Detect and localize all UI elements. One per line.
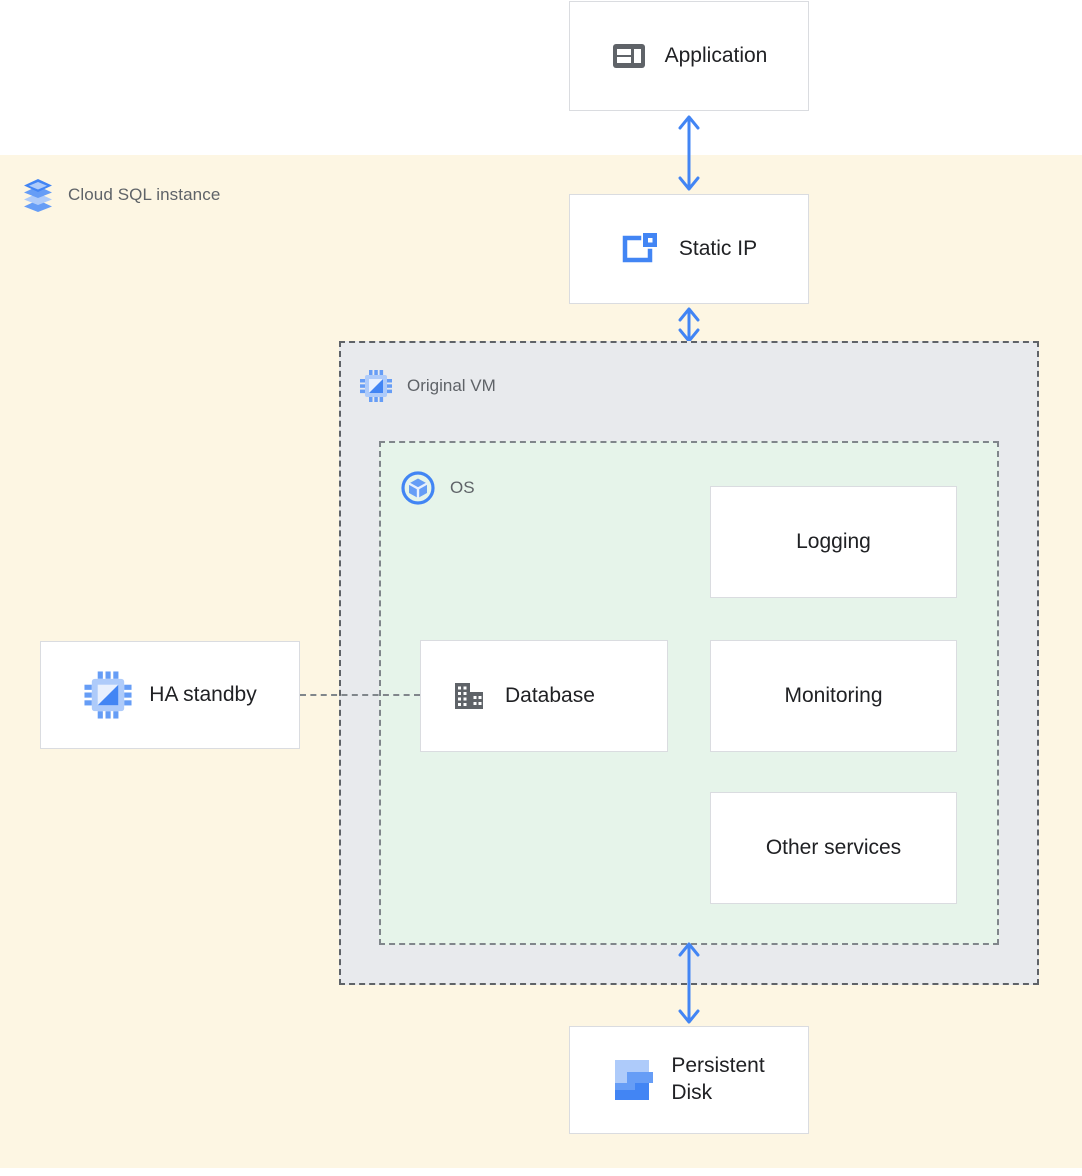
service-other-services-label: Other services: [765, 836, 902, 859]
service-box-other-services[interactable]: Other services: [710, 792, 957, 904]
connector-os-persistent-disk: [678, 942, 700, 1024]
cloud-sql-instance-header: Cloud SQL instance: [22, 178, 220, 212]
service-monitoring-label: Monitoring: [784, 684, 883, 707]
node-persistent-disk[interactable]: Persistent Disk: [569, 1026, 809, 1134]
service-box-monitoring[interactable]: Monitoring: [710, 640, 957, 752]
static-ip-icon: [621, 229, 661, 269]
node-ha-standby[interactable]: HA standby: [40, 641, 300, 749]
persistent-disk-label-line1: Persistent: [671, 1054, 765, 1078]
cpu-chip-icon: [359, 369, 393, 403]
os-cube-icon: [400, 470, 436, 506]
building-database-icon: [451, 678, 487, 714]
cpu-chip-icon: [83, 670, 133, 720]
node-application-label: Application: [664, 43, 768, 67]
connector-static-ip-vm: [678, 307, 700, 343]
node-application[interactable]: Application: [569, 1, 809, 111]
os-label: OS: [450, 478, 475, 497]
cloud-sql-stack-icon: [22, 178, 54, 212]
original-vm-label: Original VM: [407, 376, 496, 395]
node-static-ip[interactable]: Static IP: [569, 194, 809, 304]
service-logging-label: Logging: [796, 530, 871, 553]
application-window-icon: [611, 38, 647, 74]
persistent-disk-label-line2: Disk: [671, 1081, 713, 1104]
service-box-logging[interactable]: Logging: [710, 486, 957, 598]
service-database-label: Database: [505, 684, 595, 707]
os-header: OS: [400, 470, 475, 506]
node-static-ip-label: Static IP: [678, 236, 758, 260]
node-ha-standby-label: HA standby: [149, 682, 257, 706]
original-vm-header: Original VM: [359, 369, 496, 403]
node-persistent-disk-label: Persistent Disk: [671, 1053, 764, 1107]
persistent-disk-icon: [613, 1057, 655, 1103]
connector-application-static-ip: [678, 115, 700, 191]
cloud-sql-instance-label: Cloud SQL instance: [68, 185, 221, 204]
connector-ha-standby-database: [300, 694, 420, 696]
service-box-database[interactable]: Database: [420, 640, 668, 752]
